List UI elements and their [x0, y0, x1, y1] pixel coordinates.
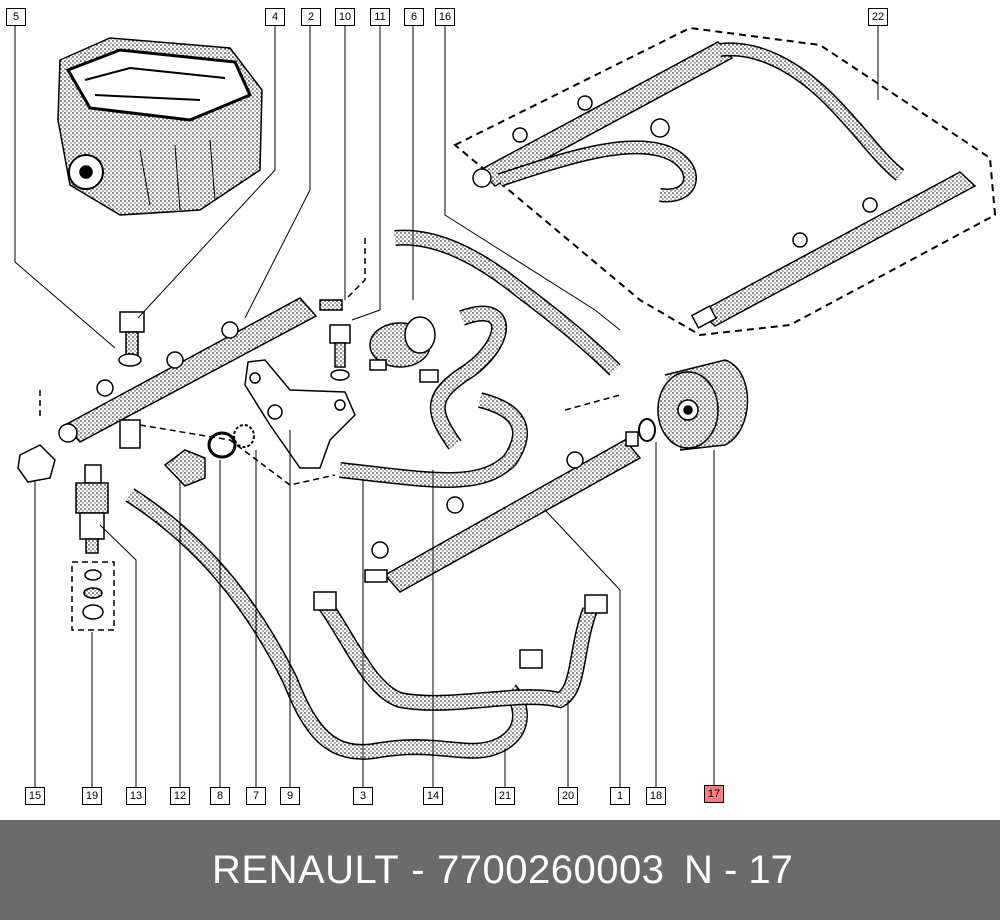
callout-21: 21 [495, 787, 515, 805]
pressure-regulator-6 [369, 316, 439, 383]
callout-12: 12 [170, 787, 190, 805]
callout-18: 18 [646, 787, 666, 805]
callout-8: 8 [210, 787, 230, 805]
fuel-pipe-20 [313, 591, 608, 711]
o-ring-18 [638, 418, 656, 442]
fuel-rail-assembly-22 [453, 26, 997, 337]
seal-8 [207, 431, 237, 459]
fuel-pipe-21 [125, 488, 528, 760]
callout-5: 5 [6, 8, 26, 26]
callout-19: 19 [82, 787, 102, 805]
fitting-12 [163, 449, 206, 487]
callout-13: 13 [126, 787, 146, 805]
callout-17-highlighted: 17 [704, 785, 724, 803]
fuel-rail-1 [364, 431, 642, 593]
injector-seal-kit-19 [71, 561, 115, 631]
part-title: RENAULT-7700260003 [212, 850, 665, 890]
callout-22: 22 [868, 8, 888, 26]
hose-14 [339, 305, 528, 488]
callout-2: 2 [301, 8, 321, 26]
clip-15 [17, 444, 56, 483]
callout-14: 14 [423, 787, 443, 805]
leader-lines [14, 25, 879, 787]
callout-20: 20 [558, 787, 578, 805]
part-number: 7700260003 [437, 848, 665, 892]
engine-thumbnail [57, 37, 263, 216]
fuel-rail-exploded-diagram [14, 25, 997, 787]
bracket-9 [244, 359, 356, 469]
callout-10: 10 [335, 8, 355, 26]
brand-name: RENAULT [212, 848, 400, 892]
callout-15: 15 [25, 787, 45, 805]
callout-11: 11 [370, 8, 390, 26]
callout-7: 7 [246, 787, 266, 805]
pulsation-damper-17 [657, 359, 749, 451]
title-separator: - [411, 848, 426, 892]
hose-16 [394, 229, 621, 376]
fuel-rail-2 [58, 297, 343, 449]
callout-3: 3 [353, 787, 373, 805]
callout-1: 1 [610, 787, 630, 805]
footer-bar: RENAULT-7700260003 N - 17 [0, 820, 1000, 920]
callout-16: 16 [435, 8, 455, 26]
dashed-connectors [39, 238, 621, 486]
injector-13 [75, 464, 109, 554]
washer-7 [233, 424, 255, 448]
callout-6: 6 [404, 8, 424, 26]
diagram-reference: N - 17 [684, 848, 793, 892]
bolt-4 [118, 311, 145, 367]
bolt-10 [329, 324, 351, 381]
callout-4: 4 [265, 8, 285, 26]
callout-9: 9 [280, 787, 300, 805]
